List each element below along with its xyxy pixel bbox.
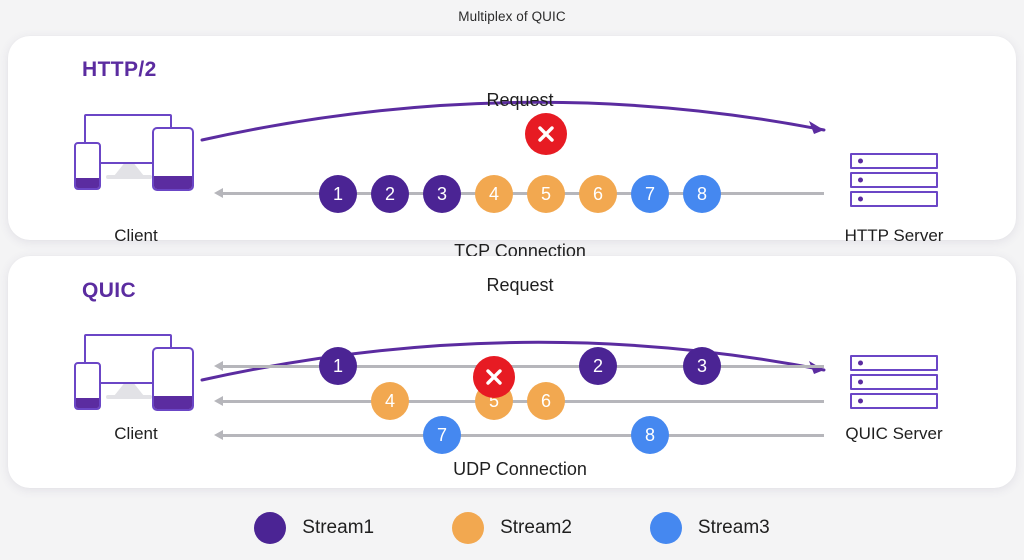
- tcp-connection-line: [222, 192, 824, 195]
- udp-connection-line-stream2: [222, 400, 824, 403]
- client-caption-http2: Client: [114, 226, 158, 245]
- server-bar: [850, 191, 938, 207]
- legend: Stream1 Stream2 Stream3: [0, 512, 1024, 544]
- legend-label-stream3: Stream3: [697, 517, 770, 538]
- server-bar: [850, 355, 938, 371]
- server-caption-quic: QUIC Server: [845, 424, 943, 443]
- monitor-stand-icon: [114, 384, 144, 396]
- request-arc-quic: [200, 340, 826, 382]
- server-bar: [850, 153, 938, 169]
- client-caption-quic: Client: [114, 424, 158, 443]
- packet-3[interactable]: 3: [423, 175, 461, 213]
- tablet-icon: [152, 347, 194, 411]
- blocked-error-badge-http2: [525, 113, 567, 155]
- udp-connection-arrowhead-stream2: [214, 396, 223, 406]
- udp-connection-line-stream3: [222, 434, 824, 437]
- panel-label-http2: HTTP/2: [82, 58, 157, 81]
- request-label-http2: Request: [486, 90, 554, 110]
- client-device-group-http2: [74, 114, 204, 192]
- monitor-base-icon: [106, 175, 152, 179]
- packet-3[interactable]: 3: [683, 347, 721, 385]
- request-label-quic: Request: [486, 275, 554, 295]
- packet-2[interactable]: 2: [371, 175, 409, 213]
- panel-http2: HTTP/2 1 2 3 4 5 6 7 8 Client HTTP Serve…: [8, 36, 1016, 261]
- panel-label-quic: QUIC: [82, 279, 137, 302]
- server-bar: [850, 172, 938, 188]
- panel-quic: QUIC 1 2 3 4 5 6 7 8 Client QUIC Serv: [8, 256, 1016, 488]
- packet-6[interactable]: 6: [527, 382, 565, 420]
- close-icon: [486, 369, 502, 385]
- server-icon-http2: [850, 153, 938, 215]
- udp-connection-arrowhead-stream3: [214, 430, 223, 440]
- packet-8[interactable]: 8: [631, 416, 669, 454]
- client-device-group-quic: [74, 334, 204, 412]
- monitor-stand-icon: [114, 164, 144, 176]
- legend-item-stream2[interactable]: Stream2: [452, 512, 572, 544]
- udp-connection-arrowhead-stream1: [214, 361, 223, 371]
- legend-item-stream3[interactable]: Stream3: [649, 512, 770, 544]
- close-icon: [538, 126, 554, 142]
- packet-7[interactable]: 7: [423, 416, 461, 454]
- packet-5[interactable]: 5: [527, 175, 565, 213]
- legend-label-stream2: Stream2: [500, 517, 572, 538]
- packet-8[interactable]: 8: [683, 175, 721, 213]
- server-icon-quic: [850, 355, 938, 417]
- tcp-connection-arrowhead: [214, 188, 223, 198]
- monitor-base-icon: [106, 395, 152, 399]
- legend-label-stream1: Stream1: [302, 517, 375, 538]
- packet-1[interactable]: 1: [319, 175, 357, 213]
- udp-connection-line-stream1: [222, 365, 824, 368]
- server-caption-http2: HTTP Server: [844, 226, 944, 245]
- blocked-error-badge-quic: [473, 356, 515, 398]
- packet-4[interactable]: 4: [475, 175, 513, 213]
- request-arc-http2: [200, 100, 826, 142]
- phone-icon: [74, 362, 101, 410]
- server-bar: [850, 393, 938, 409]
- legend-swatch-stream1-icon: [254, 512, 287, 544]
- udp-connection-caption: UDP Connection: [453, 459, 587, 479]
- phone-icon: [74, 142, 101, 190]
- legend-swatch-stream3-icon: [649, 512, 682, 544]
- legend-item-stream1[interactable]: Stream1: [254, 512, 374, 544]
- packet-1[interactable]: 1: [319, 347, 357, 385]
- server-bar: [850, 374, 938, 390]
- tablet-icon: [152, 127, 194, 191]
- page-title: Multiplex of QUIC: [458, 9, 566, 24]
- legend-swatch-stream2-icon: [452, 512, 485, 544]
- packet-2[interactable]: 2: [579, 347, 617, 385]
- packet-7[interactable]: 7: [631, 175, 669, 213]
- packet-6[interactable]: 6: [579, 175, 617, 213]
- packet-4[interactable]: 4: [371, 382, 409, 420]
